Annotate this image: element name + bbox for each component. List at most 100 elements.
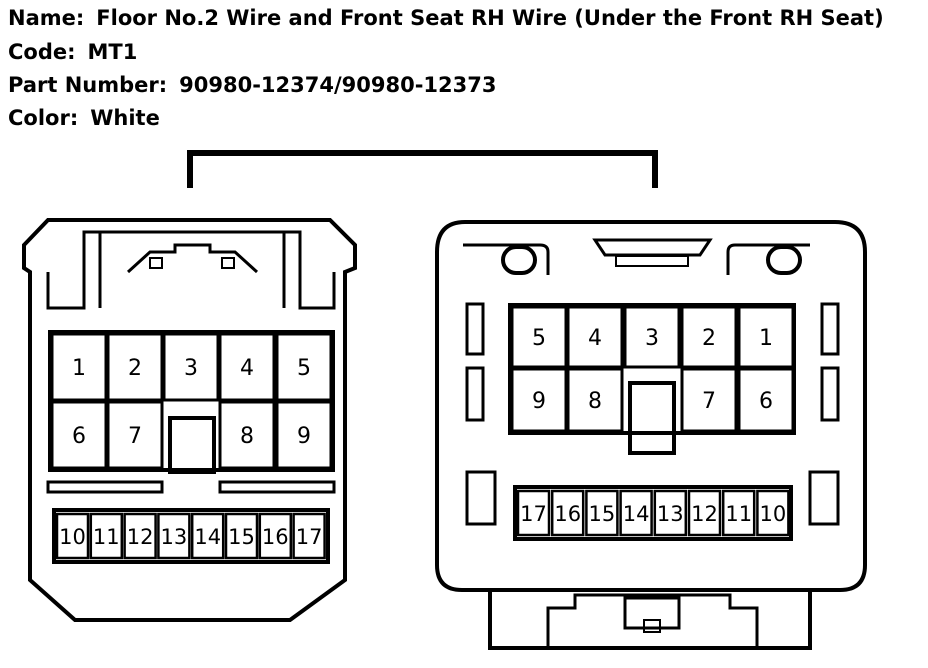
left-divider-left bbox=[46, 480, 164, 494]
left-center-key bbox=[168, 416, 216, 474]
left-pin-cavity-3 bbox=[162, 332, 220, 402]
right-pin-label-3: 3 bbox=[645, 326, 659, 351]
right-bottom-tab-notch bbox=[643, 619, 661, 633]
left-lock-notch-right bbox=[221, 257, 235, 269]
right-pin-cavity-16 bbox=[550, 489, 585, 537]
right-pin-label-5: 5 bbox=[532, 326, 546, 351]
right-center-key bbox=[628, 381, 676, 455]
left-pin-label-10: 10 bbox=[59, 525, 86, 549]
left-pin-cavity-13 bbox=[157, 512, 191, 560]
left-pin-label-14: 14 bbox=[194, 525, 221, 549]
right-pin-label-1: 1 bbox=[759, 326, 773, 351]
right-skirt bbox=[488, 590, 812, 650]
left-pin-cavity-7 bbox=[106, 400, 164, 470]
left-connector bbox=[22, 218, 357, 622]
left-lock-notch-left bbox=[149, 257, 163, 269]
left-pin-cavity-16 bbox=[258, 512, 293, 560]
right-lower-cavity-block bbox=[513, 485, 793, 541]
right-hole-left bbox=[501, 245, 537, 275]
left-lever-rails bbox=[98, 232, 286, 308]
connector-color: Color: White bbox=[8, 106, 160, 130]
right-pin-label-2: 2 bbox=[702, 326, 716, 351]
left-pin-label-8: 8 bbox=[240, 424, 254, 449]
right-side-rib-right-lower bbox=[820, 366, 840, 422]
right-connector bbox=[435, 220, 867, 650]
left-pin-cavity-12 bbox=[123, 512, 157, 560]
right-pin-label-8: 8 bbox=[588, 389, 602, 414]
right-pin-label-14: 14 bbox=[623, 502, 650, 526]
color-value: White bbox=[90, 106, 160, 130]
left-pin-cavity-4 bbox=[218, 332, 276, 402]
left-pin-label-4: 4 bbox=[240, 356, 254, 381]
right-hole-right bbox=[766, 245, 802, 275]
right-pin-label-11: 11 bbox=[725, 502, 752, 526]
code-value: MT1 bbox=[87, 40, 138, 64]
right-side-rib-left-upper bbox=[465, 302, 485, 356]
left-pin-label-9: 9 bbox=[297, 424, 311, 449]
left-pin-label-16: 16 bbox=[262, 525, 289, 549]
code-label: Code: bbox=[8, 40, 76, 64]
right-pin-cavity-12 bbox=[687, 489, 722, 537]
left-pin-label-6: 6 bbox=[72, 424, 86, 449]
right-pin-label-9: 9 bbox=[532, 389, 546, 414]
right-pin-label-16: 16 bbox=[554, 502, 581, 526]
left-pin-cavity-5 bbox=[275, 332, 333, 402]
right-bottom-tab bbox=[623, 596, 681, 630]
right-connector-housing bbox=[435, 220, 867, 592]
right-pin-cavity-8 bbox=[566, 367, 624, 433]
left-pin-label-13: 13 bbox=[161, 525, 188, 549]
right-pin-cavity-5 bbox=[510, 305, 568, 369]
color-label: Color: bbox=[8, 106, 79, 130]
right-inner-frame bbox=[463, 243, 810, 275]
connector-part-number: Part Number:90980-12374/90980-12373 bbox=[8, 73, 496, 97]
right-pin-label-7: 7 bbox=[702, 389, 716, 414]
right-pin-cavity-14 bbox=[619, 489, 653, 537]
right-pin-label-13: 13 bbox=[657, 502, 684, 526]
right-side-rib-right-upper bbox=[820, 302, 840, 356]
left-divider-right bbox=[218, 480, 336, 494]
left-pin-label-12: 12 bbox=[127, 525, 154, 549]
right-pin-cavity-11 bbox=[721, 489, 756, 537]
right-top-latch bbox=[592, 238, 713, 257]
right-pin-label-12: 12 bbox=[691, 502, 718, 526]
left-lower-cavity-block bbox=[52, 508, 330, 564]
left-pin-cavity-10 bbox=[55, 512, 90, 560]
right-guide-left bbox=[465, 470, 497, 526]
right-pin-cavity-4 bbox=[566, 305, 624, 369]
right-pin-cavity-9 bbox=[510, 367, 568, 433]
left-pin-cavity-8 bbox=[218, 400, 276, 470]
right-pin-label-10: 10 bbox=[760, 502, 787, 526]
right-side-rib-left-lower bbox=[465, 366, 485, 422]
left-pin-label-3: 3 bbox=[184, 356, 198, 381]
name-label: Name: bbox=[8, 6, 85, 30]
left-pin-cavity-15 bbox=[224, 512, 259, 560]
left-pin-label-11: 11 bbox=[93, 525, 120, 549]
left-pin-label-2: 2 bbox=[128, 356, 142, 381]
right-pin-cavity-15 bbox=[585, 489, 619, 537]
left-pin-cavity-6 bbox=[50, 400, 108, 470]
left-lock-tab bbox=[126, 243, 259, 274]
name-value: Floor No.2 Wire and Front Seat RH Wire (… bbox=[96, 6, 884, 30]
left-connector-housing bbox=[22, 218, 357, 622]
right-pin-cavity-7 bbox=[680, 367, 738, 433]
part-number-label: Part Number: bbox=[8, 73, 168, 97]
connector-code: Code: MT1 bbox=[8, 40, 137, 64]
left-pin-label-1: 1 bbox=[72, 356, 86, 381]
right-guide-right bbox=[808, 470, 840, 526]
left-pin-cavity-17 bbox=[292, 512, 326, 560]
mating-bracket bbox=[187, 150, 658, 188]
right-pin-label-17: 17 bbox=[520, 502, 547, 526]
right-pin-cavity-2 bbox=[680, 305, 738, 369]
left-pin-cavity-2 bbox=[106, 332, 164, 402]
left-pin-label-15: 15 bbox=[228, 525, 255, 549]
left-pin-cavity-14 bbox=[190, 512, 225, 560]
left-pin-label-5: 5 bbox=[297, 356, 311, 381]
right-pin-cavity-13 bbox=[653, 489, 688, 537]
right-pin-label-4: 4 bbox=[588, 326, 602, 351]
right-bottom-lock bbox=[546, 593, 759, 648]
right-latch-slot bbox=[615, 255, 689, 267]
left-pin-label-17: 17 bbox=[296, 525, 323, 549]
right-pin-label-6: 6 bbox=[759, 389, 773, 414]
